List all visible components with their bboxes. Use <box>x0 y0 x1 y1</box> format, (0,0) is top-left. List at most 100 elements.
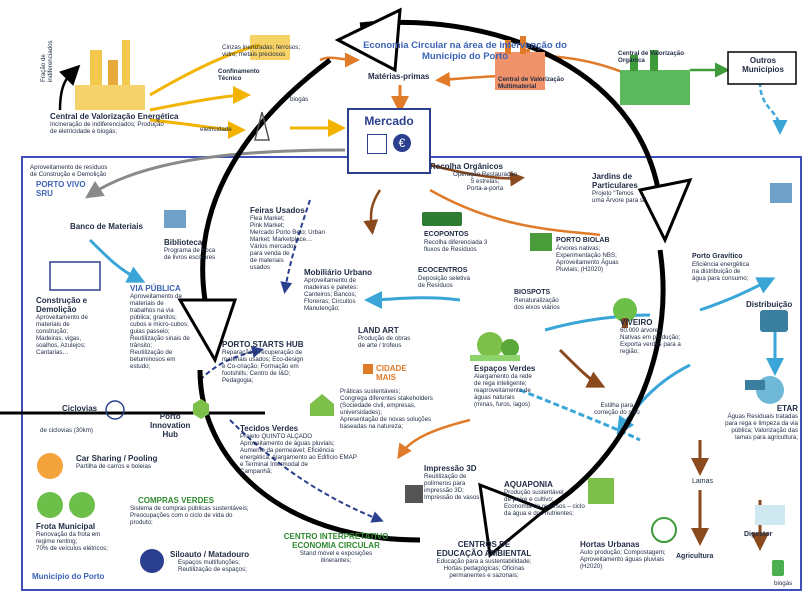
jardins-head: Jardins de Particulares <box>592 172 638 190</box>
ecopontos-body: Recolha diferenciada 3 fluxos de Resíduo… <box>424 239 488 253</box>
cidademais: CIDADE MAIS Práticas sustentáveis; Congr… <box>340 364 470 430</box>
ecopontos: ECOPONTOS Recolha diferenciada 3 fluxos … <box>424 230 524 253</box>
cycle-arrowhead-right <box>637 177 693 244</box>
biolab-body: Árvores nativas; Experimentação NBS; Apr… <box>556 245 619 273</box>
chart-icon <box>367 134 387 154</box>
flow-yellow-low <box>149 118 246 139</box>
flow-dist <box>699 277 776 312</box>
espacos-head: Espaços Verdes <box>474 364 536 373</box>
centrointerp: CENTRO INTERPRETATIVO ECONOMIA CIRCULAR … <box>276 532 396 564</box>
hortas: Hortas Urbanas Auto produção; Compostage… <box>580 540 690 570</box>
confinamento-label: Confinamento Técnico <box>218 68 260 82</box>
frota: Frota Municipal Renovação da frota em re… <box>36 522 146 552</box>
flow-recolha <box>429 163 525 187</box>
cycle-arc-left <box>200 58 332 301</box>
espacos-verdes-icon <box>470 332 520 361</box>
biospots: BIOSPOTS Renaturalização dos eixos viári… <box>514 288 614 311</box>
outros-label: Outros Municípios <box>742 56 784 74</box>
compras: COMPRAS VERDES Sistema de compras públic… <box>130 496 290 526</box>
ecopontos-head: ECOPONTOS <box>424 231 469 238</box>
mobiliario-head: Mobiliário Urbano <box>304 268 372 277</box>
biolab: PORTO BIOLAB Árvores nativas; Experiment… <box>556 236 666 273</box>
centrosedu: CENTROS DE EDUCAÇÃO AMBIENTAL Educação p… <box>424 540 544 579</box>
hortas-head: Hortas Urbanas <box>580 540 640 549</box>
impressao-head: Impressão 3D <box>424 464 477 473</box>
banco-house-icon <box>49 261 101 291</box>
ciclovias-body: de ciclovias (30km) <box>40 427 93 434</box>
startshub: PORTO.STARTS HUB Reparação e recuperação… <box>222 340 342 384</box>
flow-aquaponia <box>519 388 641 442</box>
ecocentros-body: Deposição seletiva de Resíduos <box>418 275 470 289</box>
flow-feiras <box>280 199 311 294</box>
ciclovias-icon <box>105 400 125 420</box>
estilha-label: Estilha para correção do solo <box>594 402 640 416</box>
tecidos-body: Projeto QUINTO ALÇADO Aproveitamento de … <box>240 433 357 475</box>
mercado-label: Mercado <box>364 114 414 128</box>
biogas-bottle-icon <box>772 560 784 576</box>
innovation-hub-label: Porto Innovation Hub <box>150 412 191 439</box>
viveiro-head: VIVEIRO <box>620 318 653 327</box>
impressao-body: Reutilização de polímeros para impressão… <box>424 473 480 501</box>
cidademais-body: Práticas sustentáveis; Congrega diferent… <box>340 388 433 430</box>
cvem: Central de Valorização Energética Incine… <box>50 112 220 135</box>
flow-water-top <box>758 81 788 135</box>
frota-body: Renovação da frota em regime renting; 70… <box>36 531 108 552</box>
biblioteca-body: Programa de troca de livros escolares <box>164 247 216 261</box>
biospots-body: Renaturalização dos eixos viários <box>514 297 560 311</box>
car-sharing-icon <box>37 453 63 479</box>
materias-label: Matérias-primas <box>368 72 430 81</box>
ecocentros: ECOCENTROS Deposição seletiva de Resíduo… <box>418 266 518 289</box>
etar-body: Águas Residuais tratadas para rega e lim… <box>725 413 798 441</box>
etar-icon <box>745 376 784 404</box>
etar-head: ETAR <box>776 404 798 413</box>
viveiro: VIVEIRO 60.000 árvores Nativas em produç… <box>620 318 720 355</box>
carsharing-body: Partilha de carros e boleias <box>76 463 151 470</box>
flow-dashed-low <box>229 419 384 523</box>
centrosedu-head: CENTROS DE EDUCAÇÃO AMBIENTAL <box>436 540 532 558</box>
siloauto: Siloauto / Matadouro Espaços multifunçõe… <box>170 550 280 573</box>
flow-ecopontos <box>363 189 382 235</box>
construcao-head: Construção e Demolição <box>36 296 88 314</box>
flow-yellow-mid <box>149 86 251 112</box>
landart-head: LAND ART <box>358 326 399 335</box>
aproveit-label: Aproveitamento de resíduos de Construção… <box>30 164 108 178</box>
biogas-label: biogás <box>290 96 309 103</box>
flow-impressao <box>397 418 471 460</box>
cinzas-label: Cinzas inertizadas; ferrosos; vidro; met… <box>222 44 301 58</box>
viveiro-body: 60.000 árvores Nativas em produção; Expo… <box>620 327 681 355</box>
espacos: Espaços Verdes Alargamento da rede de re… <box>474 364 574 408</box>
biblioteca: Biblioteca Programa de troca de livros e… <box>164 238 234 261</box>
jardins: Jardins de Particulares Projeto “Temos u… <box>592 172 682 204</box>
viapublica-body: Aproveitamento de materiais de trabalhos… <box>130 293 190 370</box>
biolab-head: PORTO BIOLAB <box>556 237 610 244</box>
cvem-factory-icon <box>75 40 145 110</box>
viapublica-head: VIA PÚBLICA <box>130 284 181 293</box>
aquaponia-body: Produção sustentável de peixe e cultivo;… <box>504 489 585 517</box>
flow-mercado-banco <box>85 148 346 199</box>
carsharing-head: Car Sharing / Pooling <box>76 454 158 463</box>
flow-estilha <box>558 348 606 388</box>
biblioteca-head: Biblioteca <box>164 238 203 247</box>
biogas2-label: biogás <box>774 580 793 587</box>
impressao: Impressão 3D Reutilização de polímeros p… <box>424 464 514 501</box>
flow-blue-left <box>364 290 461 309</box>
portovivo-label: PORTO VIVO SRU <box>36 180 86 198</box>
distribuicao-icon <box>760 310 788 332</box>
compras-head: COMPRAS VERDES <box>138 496 215 505</box>
portogravitico: Porto Gravítico Eficiência energética na… <box>692 252 792 282</box>
mercado-box: Mercado € <box>347 108 431 174</box>
landart-body: Produção de obras de arte / trofeus <box>358 335 411 349</box>
portogravitico-head: Porto Gravítico <box>692 253 743 260</box>
frota-icon <box>37 492 95 518</box>
construcao-body: Aproveitamento de materiais de construçã… <box>36 314 88 356</box>
digestor-label: Digestor <box>744 531 773 538</box>
flow-orange-mid <box>429 188 601 237</box>
ecocentros-head: ECOCENTROS <box>418 267 468 274</box>
digestor-icon <box>755 505 785 525</box>
cidademais-icon <box>363 364 373 374</box>
cycle-arrowhead-left <box>177 298 238 364</box>
startshub-body: Reparação e recuperação de materiais usa… <box>222 349 304 384</box>
aquaponia: AQUAPONIA Produção sustentável de peixe … <box>504 480 614 517</box>
cvmm-factory-icon <box>495 36 545 90</box>
